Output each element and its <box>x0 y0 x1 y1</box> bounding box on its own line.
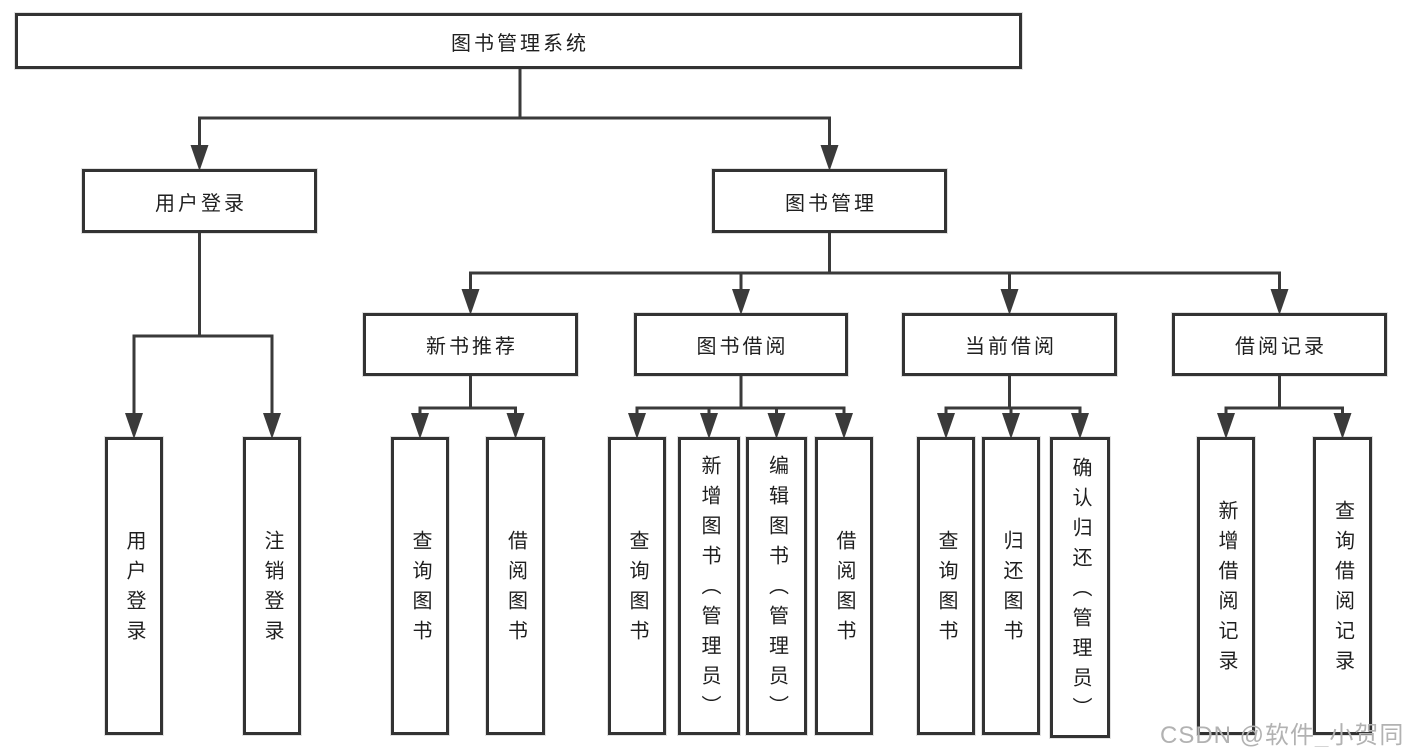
node-book-management: 图书管理 <box>712 169 947 233</box>
leaf-br-add-record: 新增借阅记录 <box>1197 437 1255 735</box>
node-user-login: 用户登录 <box>82 169 317 233</box>
node-borrowing-records: 借阅记录 <box>1172 313 1387 376</box>
leaf-br-query-record: 查询借阅记录 <box>1313 437 1372 735</box>
leaf-bb-add-books-admin: 新增图书（管理员） <box>678 437 740 735</box>
node-library-management-system: 图书管理系统 <box>15 13 1022 69</box>
leaf-logout-login: 注销登录 <box>243 437 301 735</box>
node-current-borrowing: 当前借阅 <box>902 313 1117 376</box>
leaf-user-login: 用户登录 <box>105 437 163 735</box>
node-book-borrowing: 图书借阅 <box>634 313 848 376</box>
leaf-cb-query-books: 查询图书 <box>917 437 975 735</box>
leaf-cb-confirm-return-admin: 确认归还（管理员） <box>1050 437 1110 738</box>
leaf-bb-edit-books-admin: 编辑图书（管理员） <box>746 437 807 735</box>
leaf-nbr-borrow-books: 借阅图书 <box>486 437 545 735</box>
node-new-book-recommendation: 新书推荐 <box>363 313 578 376</box>
leaf-bb-query-books: 查询图书 <box>608 437 666 735</box>
leaf-bb-borrow-books: 借阅图书 <box>815 437 873 735</box>
leaf-nbr-query-books: 查询图书 <box>391 437 449 735</box>
leaf-cb-return-books: 归还图书 <box>982 437 1040 735</box>
